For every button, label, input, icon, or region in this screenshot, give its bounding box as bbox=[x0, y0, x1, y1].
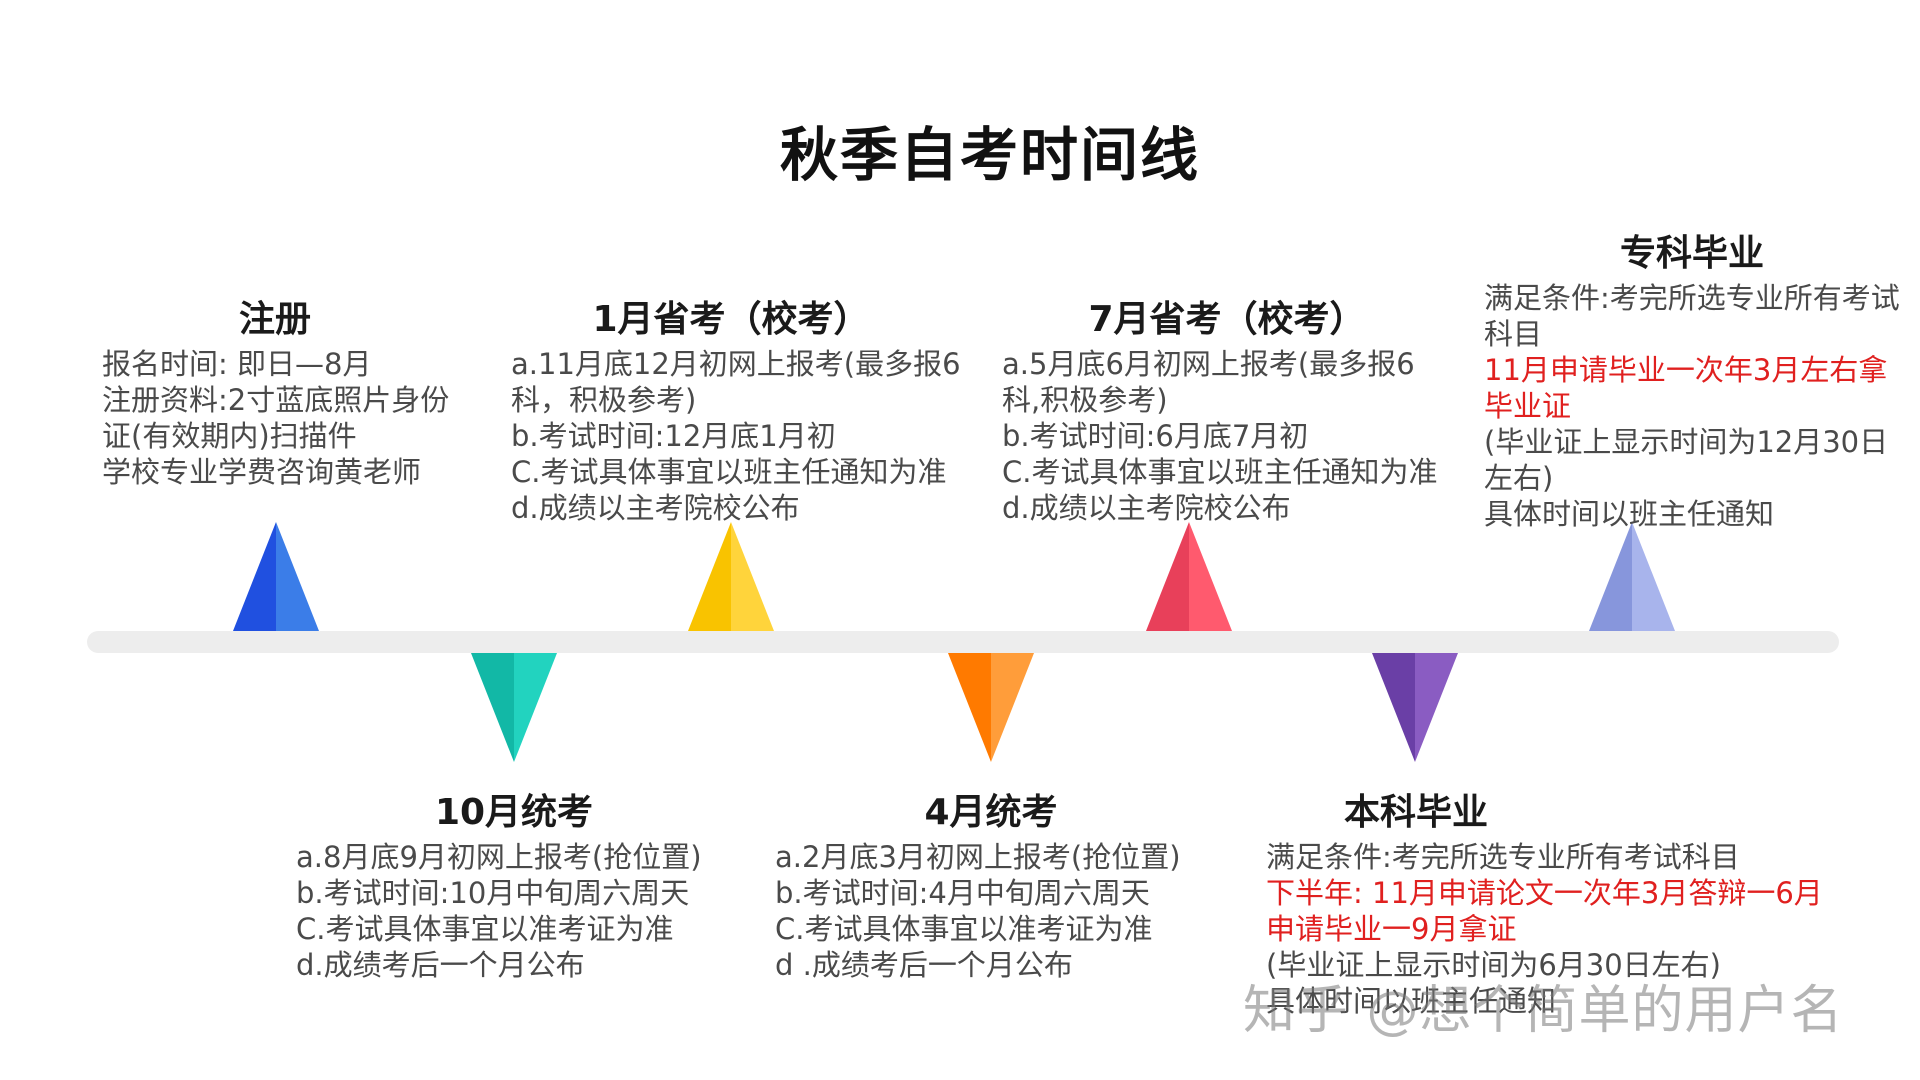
marker-associate-grad bbox=[1589, 522, 1675, 631]
event-heading: 1月省考（校考） bbox=[592, 299, 870, 340]
timeline-axis bbox=[87, 631, 1839, 653]
event-oct-exam: 10月统考 a.8月底9月初网上报考(抢位置) b.考试时间:10月中旬周六周天… bbox=[296, 783, 756, 983]
watermark-text: 知乎 @想个简单的用户名 bbox=[1243, 981, 1844, 1041]
event-line: 具体时间以班主任通知 bbox=[1484, 497, 1775, 531]
event-line: 学校专业学费咨询黄老师 bbox=[102, 455, 422, 489]
event-line-highlight: 毕业证 bbox=[1484, 389, 1572, 423]
event-bachelor-grad: 本科毕业 满足条件:考完所选专业所有考试科目 下半年: 11月申请论文一次年3月… bbox=[1266, 783, 1866, 1019]
event-details: a.11月底12月初网上报考(最多报6 科，积极参考) b.考试时间:12月底1… bbox=[511, 346, 991, 526]
marker-jul-exam bbox=[1146, 522, 1232, 631]
event-line: 具体时间以班主任通知 bbox=[1266, 984, 1557, 1018]
marker-bachelor-grad bbox=[1372, 653, 1458, 762]
event-line-highlight: 下半年: 11月申请论文一次年3月答辩一6月 bbox=[1266, 876, 1823, 910]
event-apr-exam: 4月统考 a.2月底3月初网上报考(抢位置) b.考试时间:4月中旬周六周天 C… bbox=[775, 783, 1235, 983]
event-line: (毕业证上显示时间为6月30日左右) bbox=[1266, 948, 1721, 982]
event-heading: 7月省考（校考） bbox=[1088, 299, 1366, 340]
marker-jan-exam bbox=[688, 522, 774, 631]
event-line: 满足条件:考完所选专业所有考试 bbox=[1484, 281, 1900, 315]
event-jul-exam: 7月省考（校考） a.5月底6月初网上报考(最多报6 科,积极参考) b.考试时… bbox=[1002, 290, 1482, 526]
event-line: 科,积极参考) bbox=[1002, 383, 1168, 417]
event-associate-grad: 专科毕业 满足条件:考完所选专业所有考试 科目 11月申请毕业一次年3月左右拿 … bbox=[1484, 224, 1916, 532]
marker-oct-exam bbox=[471, 653, 557, 762]
page-title: 秋季自考时间线 bbox=[779, 121, 1200, 189]
event-heading: 10月统考 bbox=[434, 792, 594, 833]
event-line: 左右) bbox=[1484, 461, 1554, 495]
event-line: d.成绩考后一个月公布 bbox=[296, 948, 585, 982]
event-register: 注册 报名时间: 即日—8月 注册资料:2寸蓝底照片身份 证(有效期内)扫描件 … bbox=[102, 290, 482, 490]
event-line: d.成绩以主考院校公布 bbox=[511, 491, 800, 525]
event-line: 注册资料:2寸蓝底照片身份 bbox=[102, 383, 450, 417]
event-line: b.考试时间:4月中旬周六周天 bbox=[775, 876, 1150, 910]
event-heading: 4月统考 bbox=[924, 792, 1058, 833]
event-line: (毕业证上显示时间为12月30日 bbox=[1484, 425, 1889, 459]
event-details: 满足条件:考完所选专业所有考试科目 下半年: 11月申请论文一次年3月答辩一6月… bbox=[1266, 839, 1866, 1019]
event-line: a.8月底9月初网上报考(抢位置) bbox=[296, 840, 702, 874]
event-line: 科，积极参考) bbox=[511, 383, 697, 417]
event-details: a.8月底9月初网上报考(抢位置) b.考试时间:10月中旬周六周天 C.考试具… bbox=[296, 839, 756, 983]
event-heading: 本科毕业 bbox=[1343, 792, 1488, 833]
event-details: 满足条件:考完所选专业所有考试 科目 11月申请毕业一次年3月左右拿 毕业证 (… bbox=[1484, 280, 1916, 532]
event-details: 报名时间: 即日—8月 注册资料:2寸蓝底照片身份 证(有效期内)扫描件 学校专… bbox=[102, 346, 482, 490]
event-line: a.5月底6月初网上报考(最多报6 bbox=[1002, 347, 1415, 381]
event-line: 报名时间: 即日—8月 bbox=[102, 347, 372, 381]
event-details: a.2月底3月初网上报考(抢位置) b.考试时间:4月中旬周六周天 C.考试具体… bbox=[775, 839, 1235, 983]
event-line: C.考试具体事宜以班主任通知为准 bbox=[511, 455, 947, 489]
marker-register bbox=[233, 522, 319, 631]
event-line: 科目 bbox=[1484, 317, 1543, 351]
event-heading: 注册 bbox=[238, 299, 311, 340]
event-line-highlight: 11月申请毕业一次年3月左右拿 bbox=[1484, 353, 1888, 387]
event-line: a.2月底3月初网上报考(抢位置) bbox=[775, 840, 1181, 874]
event-line: a.11月底12月初网上报考(最多报6 bbox=[511, 347, 961, 381]
event-line: C.考试具体事宜以准考证为准 bbox=[296, 912, 674, 946]
event-line: d.成绩以主考院校公布 bbox=[1002, 491, 1291, 525]
event-jan-exam: 1月省考（校考） a.11月底12月初网上报考(最多报6 科，积极参考) b.考… bbox=[511, 290, 991, 526]
event-details: a.5月底6月初网上报考(最多报6 科,积极参考) b.考试时间:6月底7月初 … bbox=[1002, 346, 1482, 526]
event-line: C.考试具体事宜以准考证为准 bbox=[775, 912, 1153, 946]
event-heading: 专科毕业 bbox=[1619, 233, 1764, 274]
event-line: b.考试时间:10月中旬周六周天 bbox=[296, 876, 690, 910]
event-line: d .成绩考后一个月公布 bbox=[775, 948, 1073, 982]
event-line: b.考试时间:6月底7月初 bbox=[1002, 419, 1309, 453]
event-line: b.考试时间:12月底1月初 bbox=[511, 419, 836, 453]
event-line-highlight: 申请毕业一9月拿证 bbox=[1266, 912, 1517, 946]
event-line: 证(有效期内)扫描件 bbox=[102, 419, 357, 453]
event-line: C.考试具体事宜以班主任通知为准 bbox=[1002, 455, 1438, 489]
marker-apr-exam bbox=[948, 653, 1034, 762]
event-line: 满足条件:考完所选专业所有考试科目 bbox=[1266, 840, 1740, 874]
